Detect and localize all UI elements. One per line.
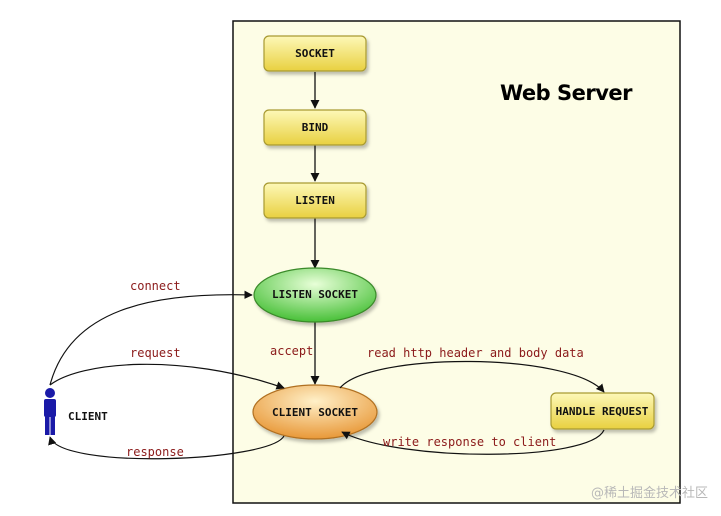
socket-node: SOCKET [263, 35, 367, 72]
listen-label: LISTEN [295, 194, 335, 207]
read-label: read http header and body data [367, 346, 584, 360]
arrow-read [339, 360, 605, 393]
listen-socket-label: LISTEN SOCKET [272, 288, 358, 301]
socket-label: SOCKET [295, 47, 335, 60]
accept-label: accept [270, 344, 313, 358]
arrow-request [49, 363, 285, 390]
client-socket-node: CLIENT SOCKET [252, 384, 378, 440]
diagram-title: Web Server [500, 81, 633, 105]
bind-label: BIND [302, 121, 329, 134]
client-socket-label: CLIENT SOCKET [272, 406, 358, 419]
connect-label: connect [130, 279, 181, 293]
client-label: CLIENT [68, 410, 108, 423]
watermark: @稀土掘金技术社区 [591, 485, 708, 501]
arrow-response [48, 435, 285, 460]
listen-node: LISTEN [263, 182, 367, 219]
client-person-icon [44, 388, 56, 435]
arrow-write [341, 429, 605, 455]
write-label: write response to client [383, 435, 556, 449]
request-label: request [130, 346, 181, 360]
response-label: response [126, 445, 184, 459]
listen-socket-node: LISTEN SOCKET [253, 267, 377, 323]
arrow-connect [49, 290, 253, 386]
bind-node: BIND [263, 109, 367, 146]
handle-request-node: HANDLE REQUEST [550, 392, 655, 430]
handle-request-label: HANDLE REQUEST [556, 405, 649, 418]
